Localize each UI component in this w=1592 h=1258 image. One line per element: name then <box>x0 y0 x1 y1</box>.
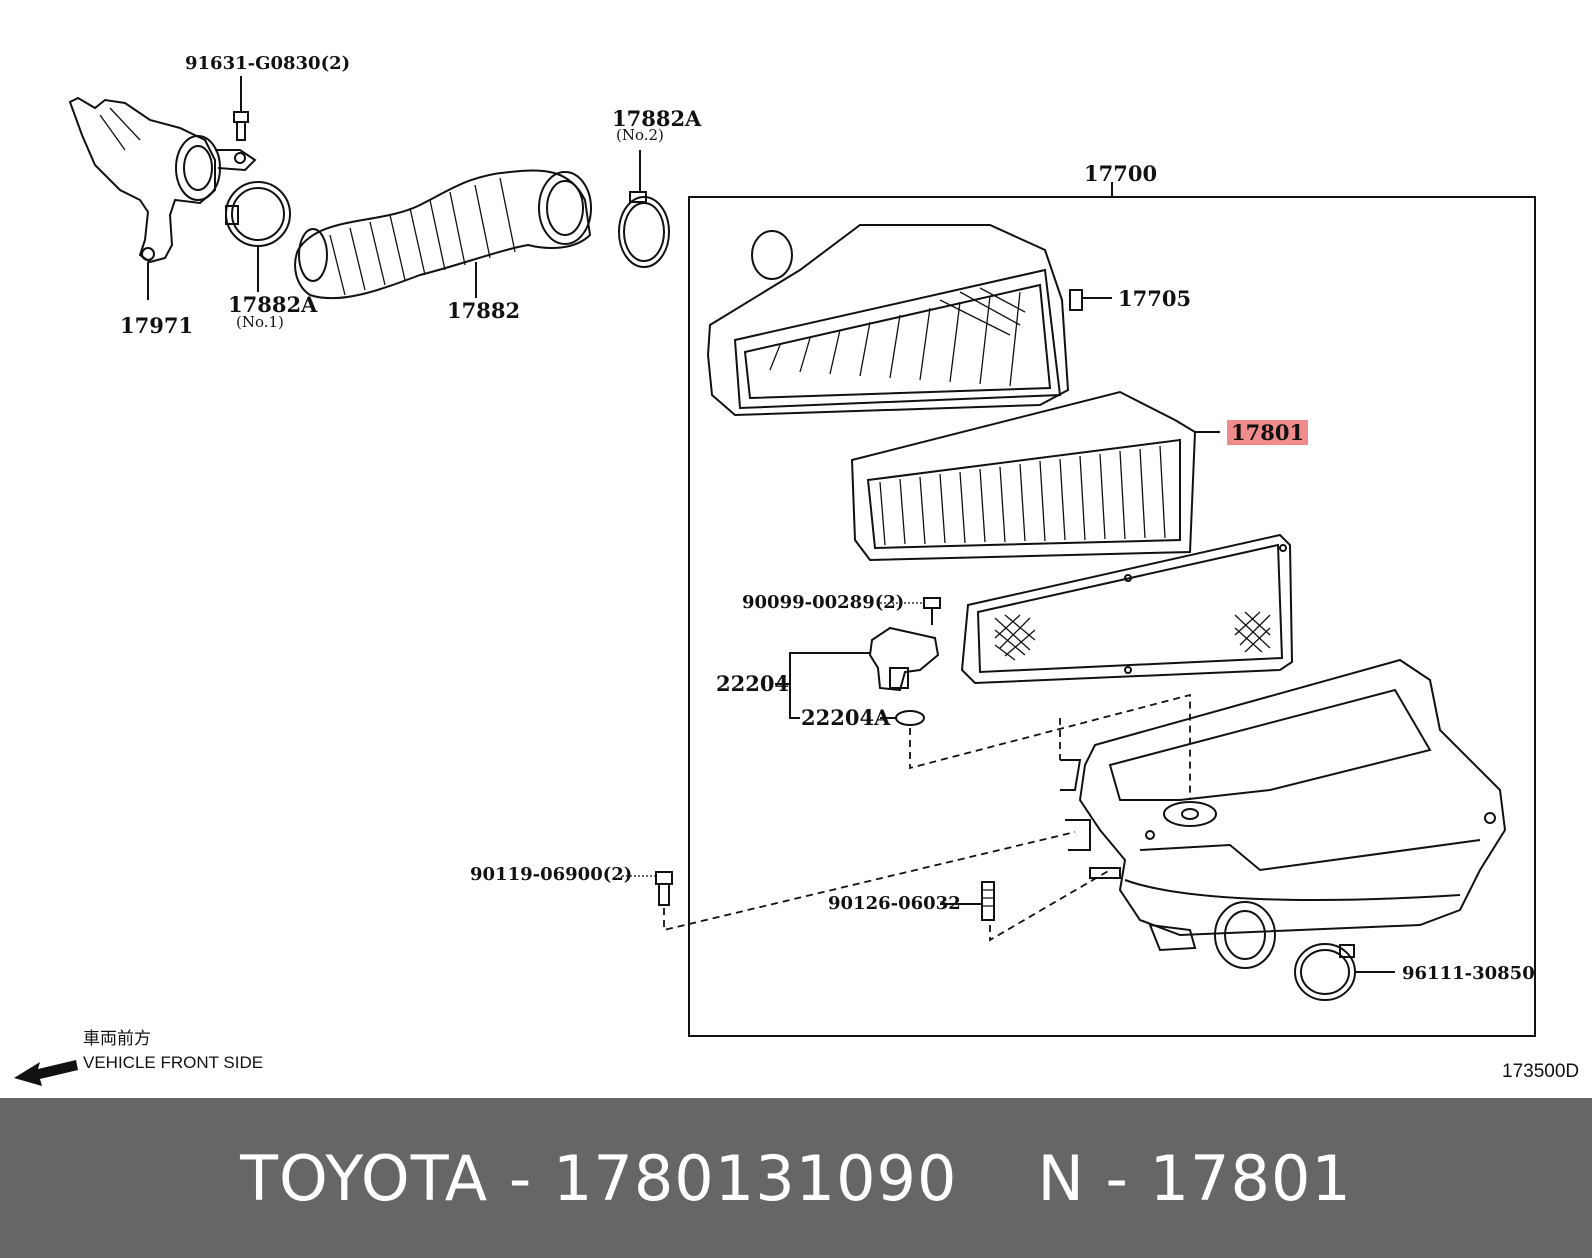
filter-element-17801-drawing <box>850 390 1220 562</box>
figure-code: 173500D <box>1502 1061 1580 1082</box>
callout-17882A-no1: 17882A <box>228 292 318 317</box>
callout-96111: 96111-30850 <box>1402 963 1535 984</box>
callout-17882A-no2-note: (No.2) <box>616 126 664 144</box>
callout-17801-highlighted: 17801 <box>1227 420 1309 445</box>
callout-17882A-no2: 17882A <box>612 106 702 131</box>
callout-22204A: 22204A <box>801 705 891 730</box>
callout-90099: 90099-00289(2) <box>742 592 905 613</box>
upper-case-17705-drawing <box>706 224 1112 417</box>
footer-ref: N - 17801 <box>1037 1141 1352 1215</box>
arrow-left-icon <box>14 1060 78 1086</box>
lower-case-drawing <box>1060 658 1507 969</box>
diagram-drawing <box>14 76 1536 1086</box>
bracket-17971-drawing <box>68 96 257 264</box>
callout-22204: 22204 <box>716 671 790 696</box>
callout-90119: 90119-06900(2) <box>470 864 633 885</box>
clamp-96111-drawing <box>1294 943 1395 1001</box>
stud-90126-drawing <box>940 881 995 921</box>
callout-17705: 17705 <box>1118 286 1192 311</box>
callout-17700: 17700 <box>1084 161 1158 186</box>
screw-90099-drawing <box>880 597 941 625</box>
bolt-90119-drawing <box>622 871 673 906</box>
sensor-22204-drawing <box>775 626 940 726</box>
footer-caption: TOYOTA - 1780131090 N - 17801 <box>0 1098 1592 1258</box>
callout-17882A-no1-note: (No.1) <box>236 313 284 331</box>
clamp-17882A-no1-drawing <box>225 181 291 292</box>
parts-diagram: 91631-G0830(2) 17971 17882A (No.1) 17882… <box>14 53 1580 1086</box>
hose-17882-drawing <box>294 169 592 300</box>
direction-label-en: VEHICLE FRONT SIDE <box>83 1053 264 1072</box>
callout-91631: 91631-G0830(2) <box>185 53 351 74</box>
footer-bar: TOYOTA - 1780131090 N - 17801 <box>0 1098 1592 1258</box>
cover-plate-drawing <box>960 533 1294 685</box>
callout-17882: 17882 <box>447 298 521 323</box>
assembly-frame <box>688 196 1536 1037</box>
direction-label-jp: 車両前方 <box>83 1029 151 1048</box>
clamp-17882A-no2-drawing <box>618 150 670 268</box>
bolt-91631-drawing <box>233 76 249 141</box>
callout-90126: 90126-06032 <box>828 893 961 914</box>
footer-brand-part: TOYOTA - 1780131090 <box>240 1141 958 1215</box>
callout-17971: 17971 <box>120 313 194 338</box>
